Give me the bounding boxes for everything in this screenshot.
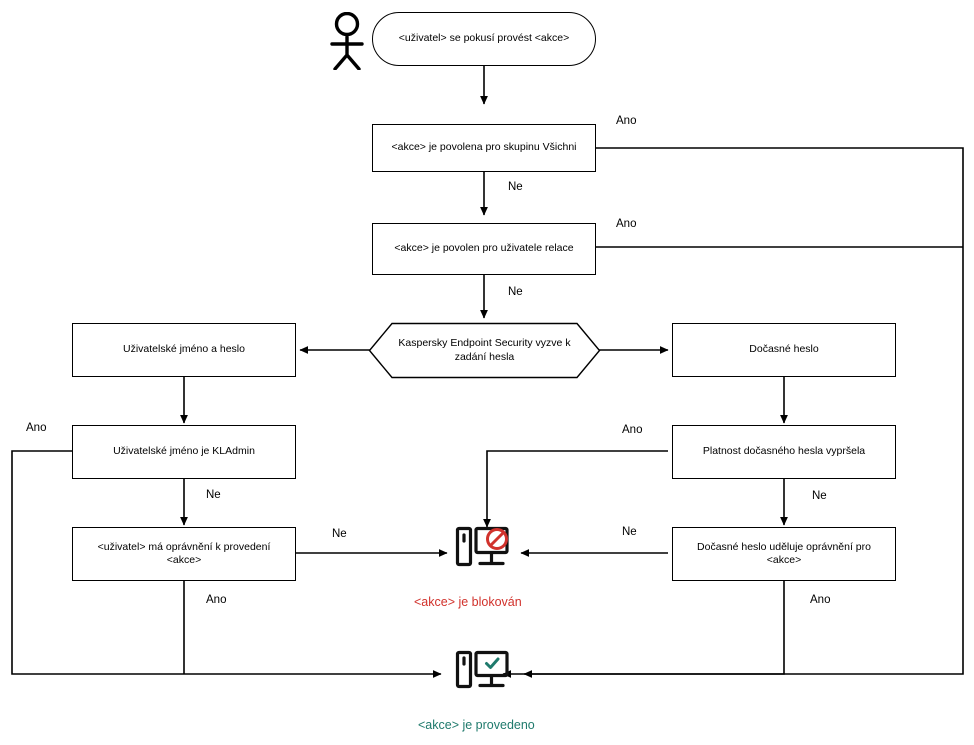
edge-label-ano-userperm: Ano xyxy=(206,594,227,606)
node-is-kladmin-label: Uživatelské jméno je KLAdmin xyxy=(113,445,255,458)
monitor-check-icon xyxy=(455,650,515,705)
node-is-kladmin: Uživatelské jméno je KLAdmin xyxy=(72,425,296,479)
edge-label-ne-group: Ne xyxy=(508,181,523,193)
caption-action-allowed: <akce> je provedeno xyxy=(418,718,535,732)
node-user-has-permission-label: <uživatel> má oprávnění k provedení <akc… xyxy=(97,540,271,566)
user-person-icon xyxy=(326,11,368,75)
node-user-has-permission: <uživatel> má oprávnění k provedení <akc… xyxy=(72,527,296,581)
edge-label-ne-session: Ne xyxy=(508,286,523,298)
edge-label-ano-expired: Ano xyxy=(622,424,643,436)
node-start: <uživatel> se pokusí provést <akce> xyxy=(372,12,596,66)
node-session: <akce> je povolen pro uživatele relace xyxy=(372,223,596,275)
node-session-label: <akce> je povolen pro uživatele relace xyxy=(394,242,574,255)
edge-label-ano-group: Ano xyxy=(616,115,637,127)
edge-label-ano-kladmin: Ano xyxy=(26,422,47,434)
node-temp-password-grants-label: Dočasné heslo uděluje oprávnění pro <akc… xyxy=(697,540,871,566)
node-prompt-label-wrap: Kaspersky Endpoint Security vyzve k zadá… xyxy=(368,322,601,379)
node-temporary-password: Dočasné heslo xyxy=(672,323,896,377)
edge-label-ne-userperm: Ne xyxy=(332,528,347,540)
node-username-password-label: Uživatelské jméno a heslo xyxy=(123,343,245,356)
node-prompt: Kaspersky Endpoint Security vyzve k zadá… xyxy=(368,322,601,379)
node-group-all-label: <akce> je povolena pro skupinu Všichni xyxy=(391,141,577,154)
edge-label-ano-session: Ano xyxy=(616,218,637,230)
node-temp-password-expired: Platnost dočasného hesla vypršela xyxy=(672,425,896,479)
node-temp-password-expired-label: Platnost dočasného hesla vypršela xyxy=(702,445,866,458)
node-prompt-label: Kaspersky Endpoint Security vyzve k zadá… xyxy=(398,337,571,363)
caption-action-blocked: <akce> je blokován xyxy=(414,595,522,609)
node-username-password: Uživatelské jméno a heslo xyxy=(72,323,296,377)
edge-label-ano-tempperm: Ano xyxy=(810,594,831,606)
edge-label-ne-expired: Ne xyxy=(812,490,827,502)
edge-label-ne-tempperm: Ne xyxy=(622,526,637,538)
monitor-blocked-icon xyxy=(455,526,515,585)
edge-label-ne-kladmin: Ne xyxy=(206,489,221,501)
node-temporary-password-label: Dočasné heslo xyxy=(749,343,819,356)
node-start-label: <uživatel> se pokusí provést <akce> xyxy=(398,32,570,45)
node-temp-password-grants-permission: Dočasné heslo uděluje oprávnění pro <akc… xyxy=(672,527,896,581)
node-group-all: <akce> je povolena pro skupinu Všichni xyxy=(372,124,596,172)
